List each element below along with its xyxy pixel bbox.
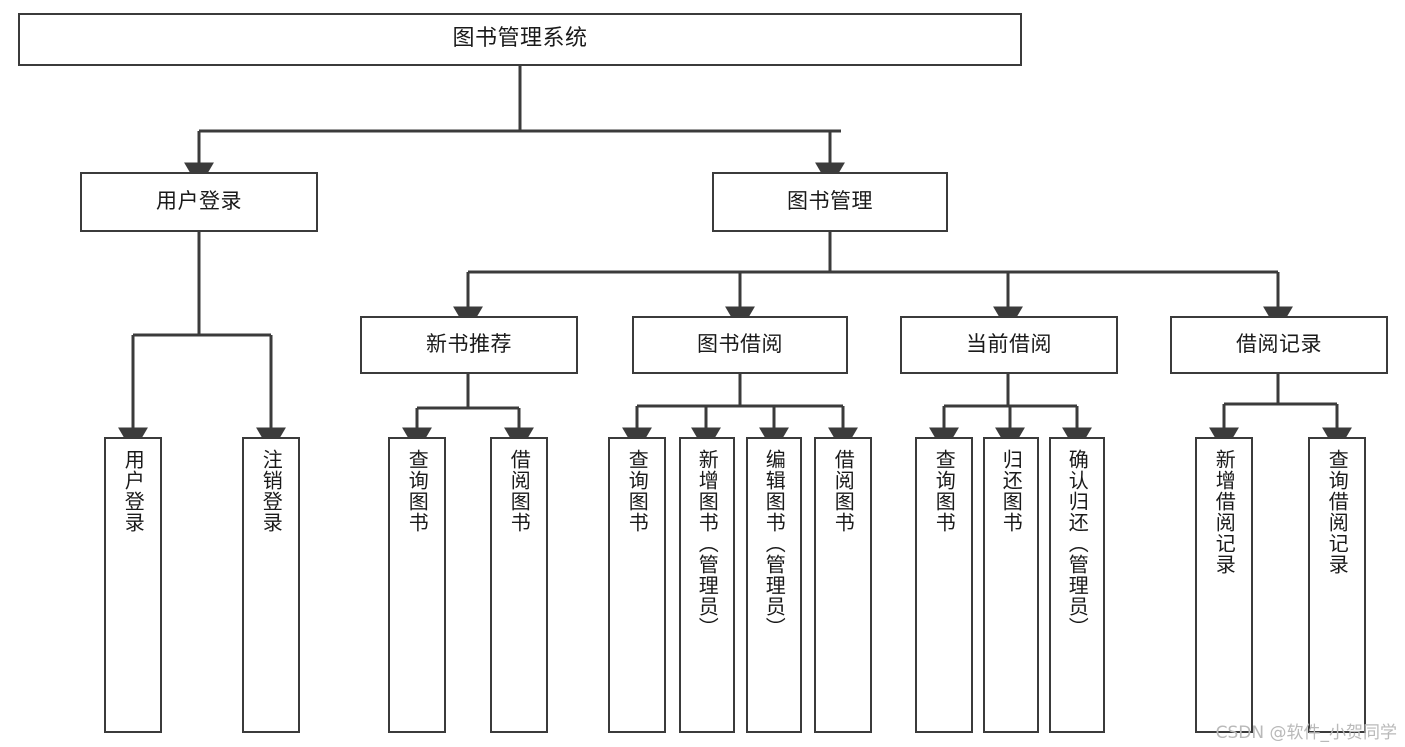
node-user-login[interactable]: 用户登录 <box>80 172 318 232</box>
node-leaf-query-book-1[interactable]: 查询图书 <box>388 437 446 733</box>
node-leaf-edit-book[interactable]: 编辑图书（管理员） <box>746 437 802 733</box>
node-leaf-confirm-return[interactable]: 确认归还（管理员） <box>1049 437 1105 733</box>
node-leaf-query-book-3-label: 查询图书 <box>932 449 957 533</box>
node-book-management[interactable]: 图书管理 <box>712 172 948 232</box>
node-new-book-recommend-label: 新书推荐 <box>426 332 512 357</box>
node-leaf-add-record[interactable]: 新增借阅记录 <box>1195 437 1253 733</box>
csdn-watermark: CSDN @软件_小贺同学 <box>1215 723 1397 743</box>
node-root-system-label: 图书管理系统 <box>452 26 588 52</box>
node-book-borrow-label: 图书借阅 <box>697 332 783 357</box>
node-leaf-return-book[interactable]: 归还图书 <box>983 437 1039 733</box>
node-new-book-recommend[interactable]: 新书推荐 <box>360 316 578 374</box>
node-leaf-borrow-book-2-label: 借阅图书 <box>831 449 856 533</box>
node-current-borrow[interactable]: 当前借阅 <box>900 316 1118 374</box>
node-leaf-query-book-2-label: 查询图书 <box>625 449 650 533</box>
node-leaf-return-book-label: 归还图书 <box>999 449 1024 533</box>
node-leaf-borrow-book-1[interactable]: 借阅图书 <box>490 437 548 733</box>
node-leaf-edit-book-label: 编辑图书（管理员） <box>762 449 787 638</box>
node-leaf-query-book-1-label: 查询图书 <box>405 449 430 533</box>
node-leaf-user-login-label: 用户登录 <box>121 449 146 533</box>
node-user-login-label: 用户登录 <box>156 189 242 214</box>
node-borrow-record-label: 借阅记录 <box>1236 332 1322 357</box>
node-leaf-add-book[interactable]: 新增图书（管理员） <box>679 437 735 733</box>
node-leaf-confirm-return-label: 确认归还（管理员） <box>1065 449 1090 638</box>
node-leaf-user-logout-label: 注销登录 <box>259 449 284 533</box>
node-leaf-query-book-2[interactable]: 查询图书 <box>608 437 666 733</box>
node-current-borrow-label: 当前借阅 <box>966 332 1052 357</box>
node-leaf-borrow-book-1-label: 借阅图书 <box>507 449 532 533</box>
node-leaf-add-book-label: 新增图书（管理员） <box>695 449 720 638</box>
node-book-management-label: 图书管理 <box>787 189 873 214</box>
node-leaf-query-book-3[interactable]: 查询图书 <box>915 437 973 733</box>
node-leaf-query-record[interactable]: 查询借阅记录 <box>1308 437 1366 733</box>
node-leaf-user-logout[interactable]: 注销登录 <box>242 437 300 733</box>
node-book-borrow[interactable]: 图书借阅 <box>632 316 848 374</box>
node-leaf-user-login[interactable]: 用户登录 <box>104 437 162 733</box>
node-leaf-add-record-label: 新增借阅记录 <box>1212 449 1237 575</box>
node-leaf-query-record-label: 查询借阅记录 <box>1325 449 1350 575</box>
node-borrow-record[interactable]: 借阅记录 <box>1170 316 1388 374</box>
node-root-system[interactable]: 图书管理系统 <box>18 13 1022 66</box>
node-leaf-borrow-book-2[interactable]: 借阅图书 <box>814 437 872 733</box>
